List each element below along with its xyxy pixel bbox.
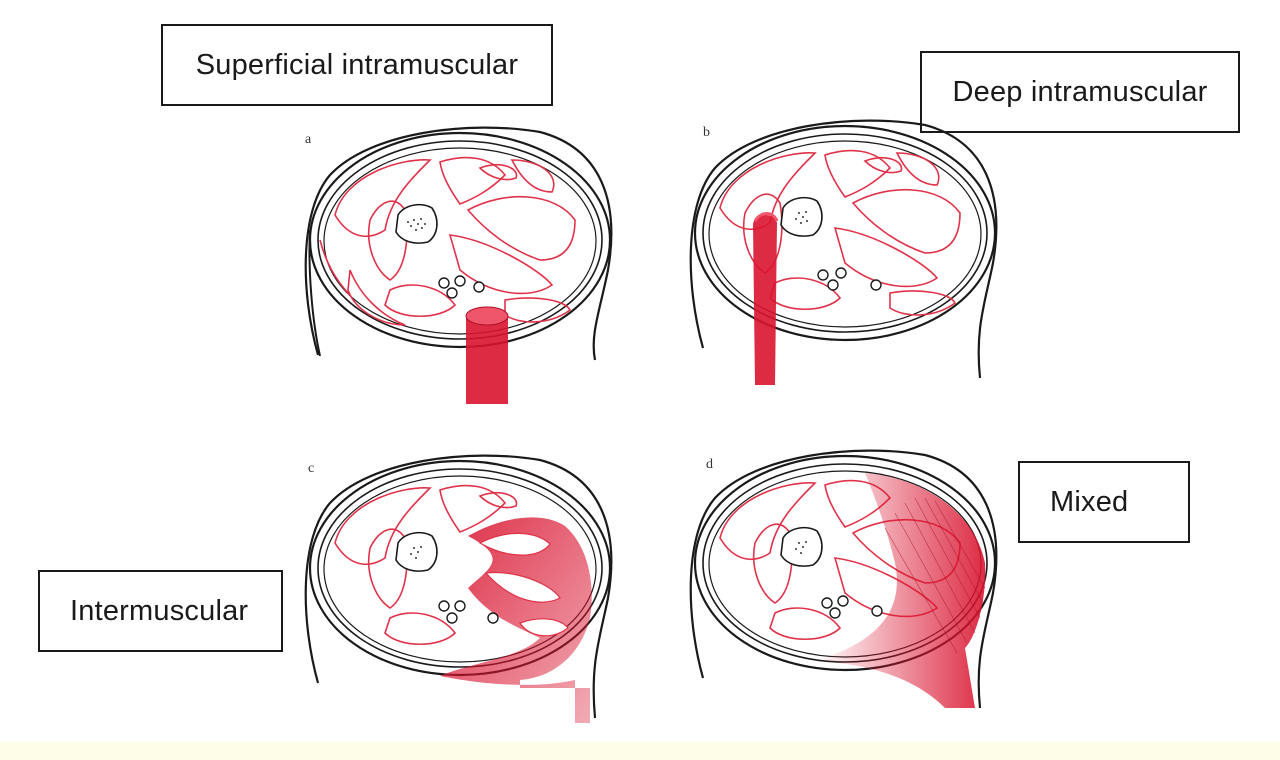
panel-letter-b: b [703, 125, 710, 140]
bottom-strip [0, 742, 1280, 760]
label-deep-intramuscular: Deep intramuscular [920, 51, 1240, 133]
panel-letter-a: a [305, 132, 312, 147]
lesion-c [440, 517, 592, 723]
panel-mixed [675, 443, 1015, 733]
panel-letter-d: d [706, 457, 713, 472]
cross-section-b [689, 119, 998, 385]
label-superficial-intramuscular: Superficial intramuscular [161, 24, 553, 106]
cross-section-d [689, 449, 998, 709]
label-intermuscular: Intermuscular [38, 570, 283, 652]
cross-section-c [304, 454, 613, 723]
panel-superficial-intramuscular [290, 120, 630, 410]
panel-letter-c: c [308, 461, 315, 476]
lesion-d [815, 473, 986, 708]
cross-section-a [304, 126, 613, 404]
panel-deep-intramuscular [675, 113, 1015, 403]
lesion-a [466, 316, 508, 404]
panel-intermuscular [290, 448, 630, 738]
label-mixed: Mixed [1018, 461, 1190, 543]
lesion-b [753, 214, 777, 385]
